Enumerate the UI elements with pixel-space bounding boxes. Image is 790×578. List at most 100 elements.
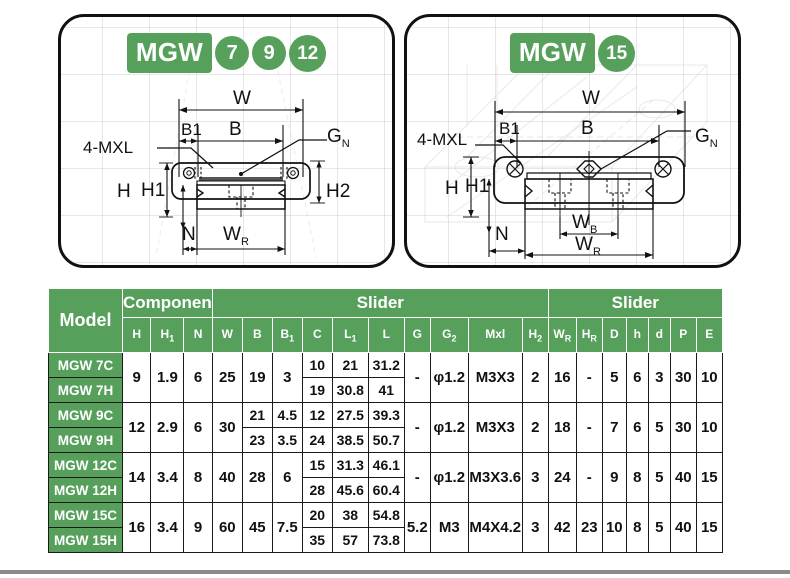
cell-g2: M3 (429, 502, 469, 553)
cell-l1: 21 (331, 352, 369, 378)
cell-l1: 38.5 (331, 427, 369, 453)
cell-l: 41 (367, 377, 405, 403)
cell-c: 12 (301, 402, 333, 428)
label-b1-right: B1 (499, 119, 520, 138)
specification-table: Model Componen Slider Slider H H1 N W B … (48, 288, 723, 553)
label-4-mxl-right: 4-MXL (417, 130, 468, 149)
cell-h: 9 (121, 352, 152, 403)
col-head-b: B (241, 317, 273, 353)
cell-n: 8 (183, 452, 213, 503)
ghost-perspective-lines (155, 61, 317, 258)
ghost-isometric-drawing (423, 64, 709, 223)
col-head-h: H (121, 317, 152, 353)
cell-d: 5 (647, 452, 671, 503)
cell-h2: 3 (521, 502, 549, 553)
cell-h2: 3 (521, 452, 549, 503)
badge-word-right: MGW (509, 33, 596, 73)
cell-l1: 57 (331, 527, 369, 553)
group-head-slider-1: Slider (211, 288, 549, 318)
cell-d: 3 (647, 352, 671, 403)
cell-b: 19 (241, 352, 273, 403)
cell-l1: 38 (331, 502, 369, 528)
cell-d: 9 (601, 452, 627, 503)
cell-p: 30 (669, 402, 697, 453)
cell-g2: φ1.2 (429, 402, 469, 453)
cell-l: 73.8 (367, 527, 405, 553)
cell-p: 40 (669, 452, 697, 503)
cell-e: 15 (695, 502, 723, 553)
label-b1-left: B1 (181, 120, 202, 139)
cell-c: 28 (301, 477, 333, 503)
cell-l1: 31.3 (331, 452, 369, 478)
col-head-e: E (695, 317, 723, 353)
cell-h: 8 (625, 452, 649, 503)
cell-c: 24 (301, 427, 333, 453)
cell-hr: 23 (575, 502, 603, 553)
cell-c: 19 (301, 377, 333, 403)
cell-p: 40 (669, 502, 697, 553)
cell-d: 10 (601, 502, 627, 553)
technical-drawing-left (157, 99, 327, 255)
cell-b1: 3 (271, 352, 303, 403)
label-h-right: H (445, 178, 459, 199)
cell-h1: 3.4 (150, 502, 185, 553)
diagram-panel-mgw-7-9-12: MGW 7 9 12 (58, 14, 395, 268)
col-head-g: G (403, 317, 431, 353)
cell-e: 10 (695, 352, 723, 403)
label-gn-right: GN (695, 126, 718, 150)
cell-b: 21 (241, 402, 273, 428)
cell-g2: φ1.2 (429, 352, 469, 403)
cell-h: 6 (625, 352, 649, 403)
badge-number-15: 15 (598, 34, 636, 72)
cell-wr: 42 (547, 502, 577, 553)
cell-mxl: M4X4.2 (467, 502, 523, 553)
cell-h: 6 (625, 402, 649, 453)
label-w-left: W (233, 88, 251, 109)
label-n-left: N (182, 224, 196, 245)
col-head-d-big: D (601, 317, 627, 353)
badge-row-left: MGW 7 9 12 (61, 33, 392, 73)
cell-g: - (403, 452, 431, 503)
label-n-right: N (495, 224, 509, 245)
col-head-model: Model (48, 288, 123, 353)
label-gn-left: GN (327, 126, 350, 150)
cell-b1: 4.5 (271, 402, 303, 428)
col-head-h-small: h (625, 317, 649, 353)
cell-w: 60 (211, 502, 243, 553)
cell-l1: 30.8 (331, 377, 369, 403)
cell-l: 39.3 (367, 402, 405, 428)
model-cell: MGW 7C (48, 352, 123, 378)
badge-number-9: 9 (252, 36, 287, 70)
label-4-mxl-left: 4-MXL (83, 138, 134, 157)
cell-hr: - (575, 402, 603, 453)
model-cell: MGW 12C (48, 452, 123, 478)
col-head-g2: G2 (429, 317, 469, 353)
specification-table-container: Model Componen Slider Slider H H1 N W B … (48, 288, 723, 553)
cell-w: 30 (211, 402, 243, 453)
cell-h2: 2 (521, 402, 549, 453)
group-header-row: Model Componen Slider Slider (48, 288, 723, 353)
col-head-d-small: d (647, 317, 671, 353)
label-b-right: B (581, 118, 594, 139)
cell-g: 5.2 (403, 502, 431, 553)
label-w-right: W (582, 88, 600, 109)
col-head-h2: H2 (521, 317, 549, 353)
cell-wr: 16 (547, 352, 577, 403)
cell-l: 60.4 (367, 477, 405, 503)
cell-h2: 2 (521, 352, 549, 403)
col-head-h1: H1 (150, 317, 185, 353)
diagram-panel-mgw-15: MGW 15 (404, 14, 741, 268)
cell-mxl: M3X3 (467, 402, 523, 453)
col-head-c: C (301, 317, 333, 353)
cell-l: 54.8 (367, 502, 405, 528)
cell-hr: - (575, 452, 603, 503)
cell-b: 23 (241, 427, 273, 453)
sub-header-row: H H1 N W B B1 C L1 L G G2 Mxl H2 WR HR D (49, 317, 723, 353)
cell-b1: 6 (271, 452, 303, 503)
model-cell: MGW 7H (48, 377, 123, 403)
col-head-b1: B1 (271, 317, 303, 353)
